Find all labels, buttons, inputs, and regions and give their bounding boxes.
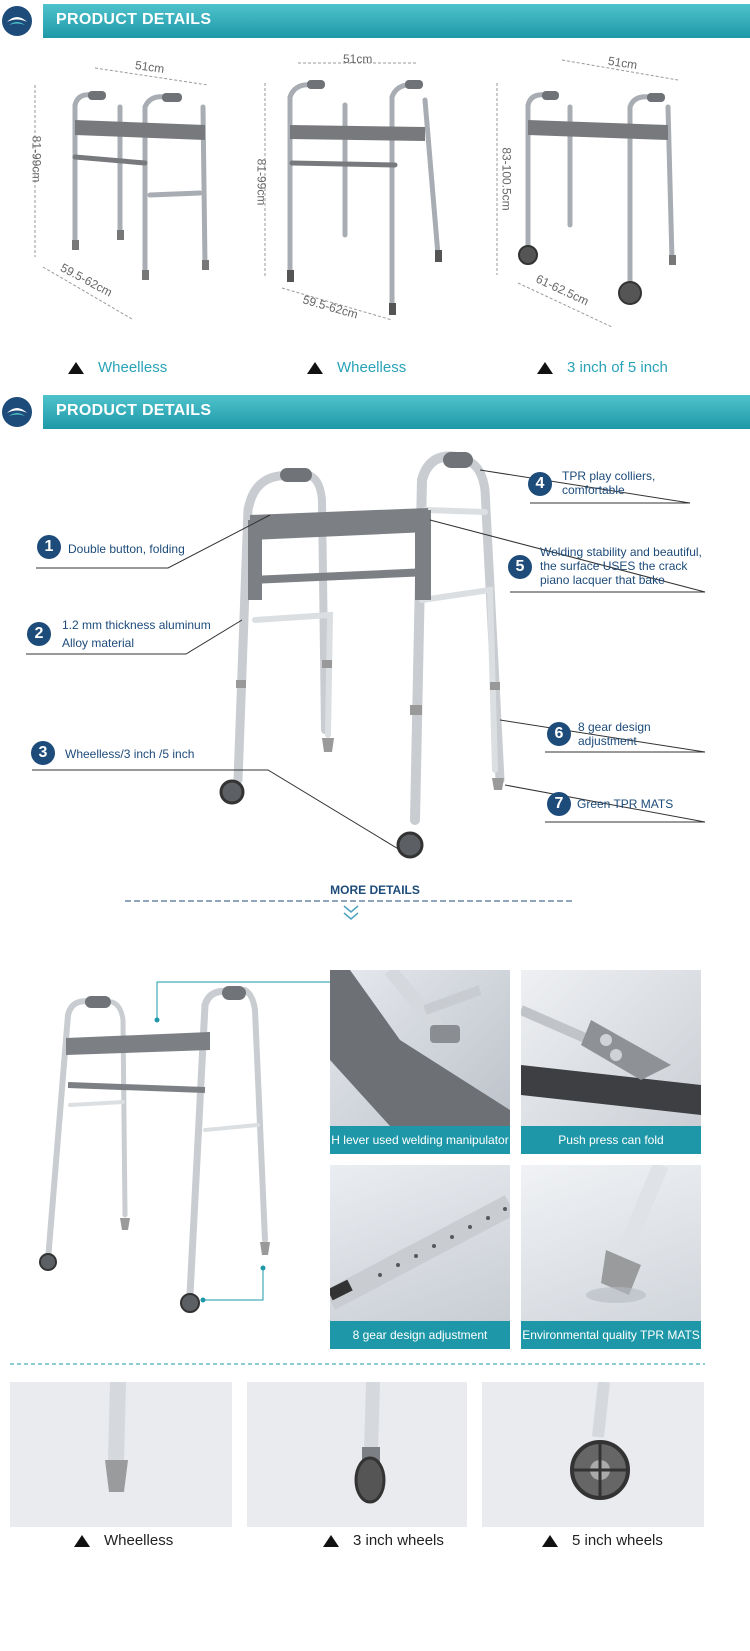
five-inch-wheel-image	[570, 1382, 630, 1500]
bottom-photo-5-inch	[482, 1382, 704, 1527]
walker-2-caption: Wheelless	[307, 359, 406, 376]
bottom-photo-wheelless	[10, 1382, 232, 1527]
walker-3-image	[518, 91, 676, 305]
h-lever-image	[330, 970, 510, 1126]
triangle-icon	[307, 361, 323, 374]
detail-photo-push-fold: Push press can fold	[521, 970, 701, 1154]
triangle-icon	[68, 361, 84, 374]
logo-icon	[2, 6, 32, 36]
section-divider	[10, 1363, 705, 1365]
detail-photo-tpr-mats: Environmental quality TPR MATS	[521, 1165, 701, 1349]
gear-adjustment-image	[330, 1195, 510, 1310]
callout-number-4: 4	[528, 472, 552, 496]
walker-dimension-diagrams	[34, 59, 679, 328]
detail-walker-image	[39, 981, 330, 1313]
callout-number-5: 5	[508, 555, 532, 579]
detail-photo-h-lever: H lever used welding manipulator	[330, 970, 510, 1154]
section-banner-1: PRODUCT DETAILS	[0, 4, 750, 38]
detail-photo-gear-adjustment: 8 gear design adjustment	[330, 1165, 510, 1349]
callout-label-3: Wheelless/3 inch /5 inch	[65, 747, 195, 761]
callout-number-1: 1	[37, 535, 61, 559]
walker-1-image	[72, 91, 209, 280]
bottom-photo-3-inch	[247, 1382, 467, 1527]
detail-photo-caption: Environmental quality TPR MATS	[521, 1321, 701, 1349]
walker-3-caption: 3 inch of 5 inch	[537, 359, 668, 376]
more-details-divider[interactable]	[120, 898, 580, 926]
walker-1-height: 81-99cm	[29, 135, 44, 183]
walker-2-height: 81-99cm	[254, 158, 269, 206]
logo-icon	[2, 397, 32, 427]
bottom-caption-wheelless: Wheelless	[74, 1532, 173, 1549]
three-inch-wheel-image	[354, 1382, 386, 1504]
triangle-icon	[323, 1534, 339, 1547]
callout-label-4: TPR play colliers, comfortable	[562, 469, 656, 497]
callout-label-1: Double button, folding	[68, 542, 185, 556]
callout-label-2: 1.2 mm thickness aluminum Alloy material	[62, 618, 211, 650]
bottom-caption-5-inch: 5 inch wheels	[542, 1532, 663, 1549]
push-fold-image	[521, 1005, 701, 1115]
walker-2-width: 51cm	[343, 52, 373, 66]
banner-title: PRODUCT DETAILS	[56, 11, 212, 28]
triangle-icon	[74, 1534, 90, 1547]
callout-number-7: 7	[547, 792, 571, 816]
triangle-icon	[537, 361, 553, 374]
detail-photo-caption: Push press can fold	[521, 1126, 701, 1154]
walker-1-caption: Wheelless	[68, 359, 167, 376]
section-banner-2: PRODUCT DETAILS	[0, 395, 750, 429]
walker-2-image	[287, 80, 442, 315]
annotated-walker-image	[26, 451, 706, 859]
triangle-icon	[542, 1534, 558, 1547]
callout-number-3: 3	[31, 741, 55, 765]
wheelless-leg-image	[105, 1382, 128, 1492]
callout-label-7: Green TPR MATS	[577, 797, 674, 811]
walker-3-height: 83-100.5cm	[499, 147, 514, 211]
banner-title: PRODUCT DETAILS	[56, 402, 212, 419]
callout-number-6: 6	[547, 722, 571, 746]
detail-photo-caption: H lever used welding manipulator	[330, 1126, 510, 1154]
tpr-mats-image	[586, 1165, 669, 1303]
callout-number-2: 2	[27, 622, 51, 646]
callout-label-5: Welding stability and beautiful, the sur…	[540, 545, 702, 587]
more-details-label: MORE DETAILS	[330, 883, 420, 897]
callout-label-6: 8 gear design adjustment	[578, 720, 651, 748]
detail-photo-caption: 8 gear design adjustment	[330, 1321, 510, 1349]
bottom-caption-3-inch: 3 inch wheels	[323, 1532, 444, 1549]
